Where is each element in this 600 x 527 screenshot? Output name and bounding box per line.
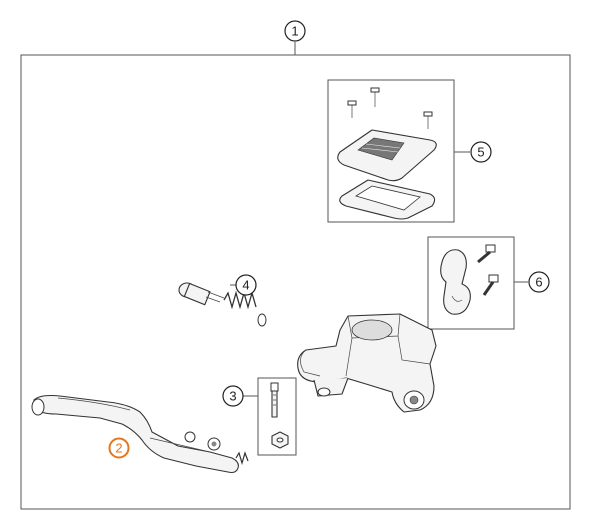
kit-box-3: [257, 377, 297, 456]
callout-label: 3: [229, 389, 236, 404]
callout-label: 5: [477, 145, 484, 160]
callout-2[interactable]: 2: [108, 437, 130, 459]
callout-label: 1: [291, 24, 298, 39]
brake-lever-part: [31, 394, 249, 474]
callout-label: 2: [115, 441, 122, 456]
kit-box-5: [327, 79, 455, 223]
callout-4[interactable]: 4: [235, 274, 257, 296]
callout-3[interactable]: 3: [222, 385, 244, 407]
bolt-icon: [477, 244, 496, 264]
screw-icon: [423, 111, 433, 129]
callout-1[interactable]: 1: [284, 20, 306, 42]
pivot-pin-part: [270, 382, 279, 418]
reservoir-cover-part: [337, 87, 437, 220]
screw-icon: [370, 87, 380, 107]
nut-icon: [271, 431, 289, 449]
screw-icon: [347, 100, 357, 118]
callout-circle: [284, 20, 306, 42]
kit-box-6: [427, 236, 515, 330]
callout-label: 4: [242, 278, 249, 293]
bolt-icon: [482, 274, 499, 296]
callout-circle: [470, 141, 492, 163]
callout-5[interactable]: 5: [470, 141, 492, 163]
callout-6[interactable]: 6: [528, 271, 550, 293]
piston-spring-part: [178, 282, 267, 327]
callout-circle: [222, 385, 244, 407]
master-cylinder-body: [297, 313, 437, 413]
callout-circle: [528, 271, 550, 293]
callout-circle: [235, 274, 257, 296]
handlebar-clamp-part: [440, 244, 499, 315]
callout-circle-highlighted: [108, 437, 130, 459]
callout-label: 6: [535, 275, 542, 290]
